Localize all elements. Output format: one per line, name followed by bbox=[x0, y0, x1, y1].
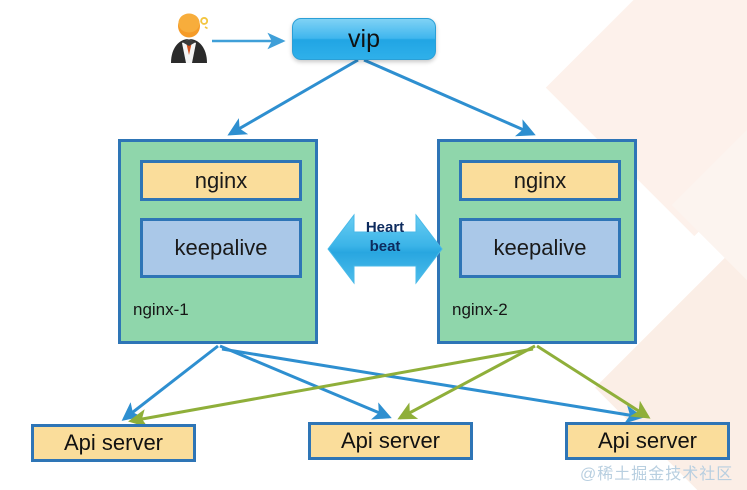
background-decoration-shape bbox=[671, 84, 747, 326]
service-keepalive[interactable]: keepalive bbox=[140, 218, 302, 278]
service-nginx-label: nginx bbox=[194, 167, 248, 193]
service-keepalive-label: keepalive bbox=[174, 235, 268, 260]
vip-node[interactable]: vip bbox=[292, 18, 436, 60]
host-nginx-2[interactable]: nginx keepalive nginx-2 bbox=[437, 139, 637, 344]
watermark: @稀土掘金技术社区 bbox=[580, 466, 734, 483]
service-keepalive-label: keepalive bbox=[493, 235, 587, 260]
edge-nginx2-to-api3 bbox=[536, 344, 651, 419]
host-nginx-1[interactable]: nginx keepalive nginx-1 bbox=[118, 139, 318, 344]
service-nginx[interactable]: nginx bbox=[140, 160, 302, 201]
service-nginx[interactable]: nginx bbox=[459, 160, 621, 201]
heartbeat-arrow-icon bbox=[327, 213, 443, 285]
edge-vip-to-nginx1 bbox=[227, 58, 359, 136]
api-server-node[interactable]: Api server bbox=[565, 422, 730, 460]
api-server-node[interactable]: Api server bbox=[308, 422, 473, 460]
service-nginx-label: nginx bbox=[513, 167, 567, 193]
edge-nginx2-to-api2 bbox=[397, 344, 536, 420]
api-server-label: Api server bbox=[63, 430, 164, 455]
edge-nginx1-to-api3 bbox=[221, 347, 644, 424]
host-nginx-2-label: nginx-2 bbox=[452, 300, 508, 319]
user-avatar-icon bbox=[171, 13, 209, 63]
vip-label: vip bbox=[348, 24, 380, 53]
edge-nginx1-to-api2 bbox=[219, 344, 392, 420]
api-server-node[interactable]: Api server bbox=[31, 424, 196, 462]
edge-vip-to-nginx2 bbox=[363, 58, 536, 137]
host-nginx-1-label: nginx-1 bbox=[133, 300, 189, 319]
api-server-label: Api server bbox=[597, 428, 698, 453]
api-server-label: Api server bbox=[340, 428, 441, 453]
edge-nginx1-to-api1 bbox=[121, 344, 219, 421]
service-keepalive[interactable]: keepalive bbox=[459, 218, 621, 278]
edge-nginx2-to-api1 bbox=[128, 347, 534, 428]
